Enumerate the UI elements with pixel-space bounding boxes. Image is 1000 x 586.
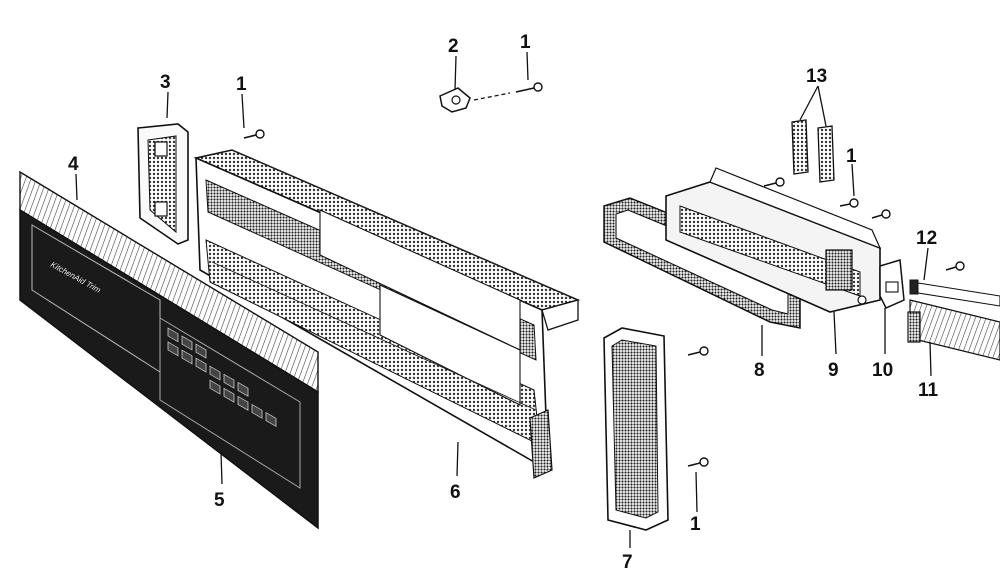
callout-1-top: 1 [520, 32, 531, 53]
callout-13: 13 [806, 66, 827, 87]
callout-11: 11 [918, 380, 939, 401]
control-module-part [665, 167, 882, 313]
strip-parts [791, 119, 835, 183]
clip-part [439, 87, 471, 113]
callout-1-bottom: 1 [690, 514, 701, 535]
main-housing-frame-part [193, 149, 581, 479]
leader-lines [75, 51, 932, 548]
callout-5: 5 [214, 490, 225, 511]
keypad [167, 327, 277, 427]
callout-12: 12 [916, 228, 937, 249]
display-window-part [603, 197, 801, 329]
callout-3: 3 [160, 72, 171, 93]
bracket-clip-part [879, 259, 905, 309]
end-bracket-part [137, 123, 189, 245]
callout-4: 4 [68, 154, 79, 175]
screw-grille-upper [687, 346, 709, 356]
screw-module-b [839, 198, 859, 208]
screw-connector [945, 261, 965, 271]
ribbon-cable-part [907, 279, 1000, 361]
callout-6: 6 [450, 482, 461, 503]
callout-2: 2 [448, 36, 459, 57]
callout-9: 9 [828, 360, 839, 381]
screw-module-a [763, 177, 785, 187]
callout-1-right: 1 [846, 146, 857, 167]
screw-left-bracket [243, 129, 265, 139]
screw-grille-lower [687, 457, 709, 467]
control-panel-part: KitchenAid Trim [19, 170, 319, 530]
screw-module-c [871, 209, 891, 219]
callout-8: 8 [754, 360, 765, 381]
vent-grille-part [603, 327, 669, 531]
screw-top [515, 82, 543, 93]
callout-labels: 1 1 1 1 2 3 4 5 6 7 8 9 10 11 12 13 [68, 32, 939, 573]
callout-1-left: 1 [236, 74, 247, 95]
callout-7: 7 [622, 552, 633, 573]
callout-10: 10 [872, 360, 893, 381]
